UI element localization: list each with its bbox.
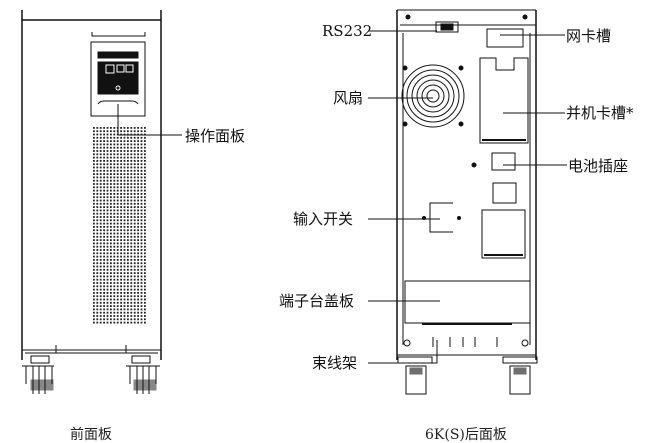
front-cabinet (21, 10, 162, 360)
network-card-slot (486, 28, 524, 48)
label-parallel-card-slot: 并机卡槽* (566, 104, 634, 122)
rs232-port (435, 21, 459, 33)
leader-lines (368, 30, 567, 364)
rear-caster-right (502, 356, 538, 395)
battery-socket (471, 152, 516, 171)
label-control-panel: 操作面板 (185, 127, 246, 145)
input-switch (422, 202, 461, 233)
rear-panel-caption: 6K(S)后面板 (425, 427, 507, 443)
front-caster-right (126, 355, 160, 394)
label-cable-rack: 束线架 (312, 354, 358, 372)
label-input-switch: 输入开关 (293, 210, 354, 228)
cable-rack (403, 337, 529, 347)
label-terminal-cover: 端子台盖板 (279, 292, 355, 310)
label-battery-socket: 电池插座 (568, 157, 629, 175)
label-network-card-slot: 网卡槽 (566, 27, 612, 45)
front-control-panel (90, 32, 146, 117)
rear-caster-left (397, 356, 433, 395)
rear-module (481, 182, 526, 259)
parallel-card-slot (479, 57, 529, 144)
rear-cabinet (396, 9, 537, 360)
terminal-cover (404, 280, 531, 325)
front-caster-left (22, 355, 54, 394)
front-panel-caption: 前面板 (70, 427, 112, 443)
front-vent-grid (93, 127, 146, 324)
fan (401, 64, 465, 128)
label-rs232: RS232 (322, 22, 373, 40)
label-fan: 风扇 (333, 89, 364, 107)
